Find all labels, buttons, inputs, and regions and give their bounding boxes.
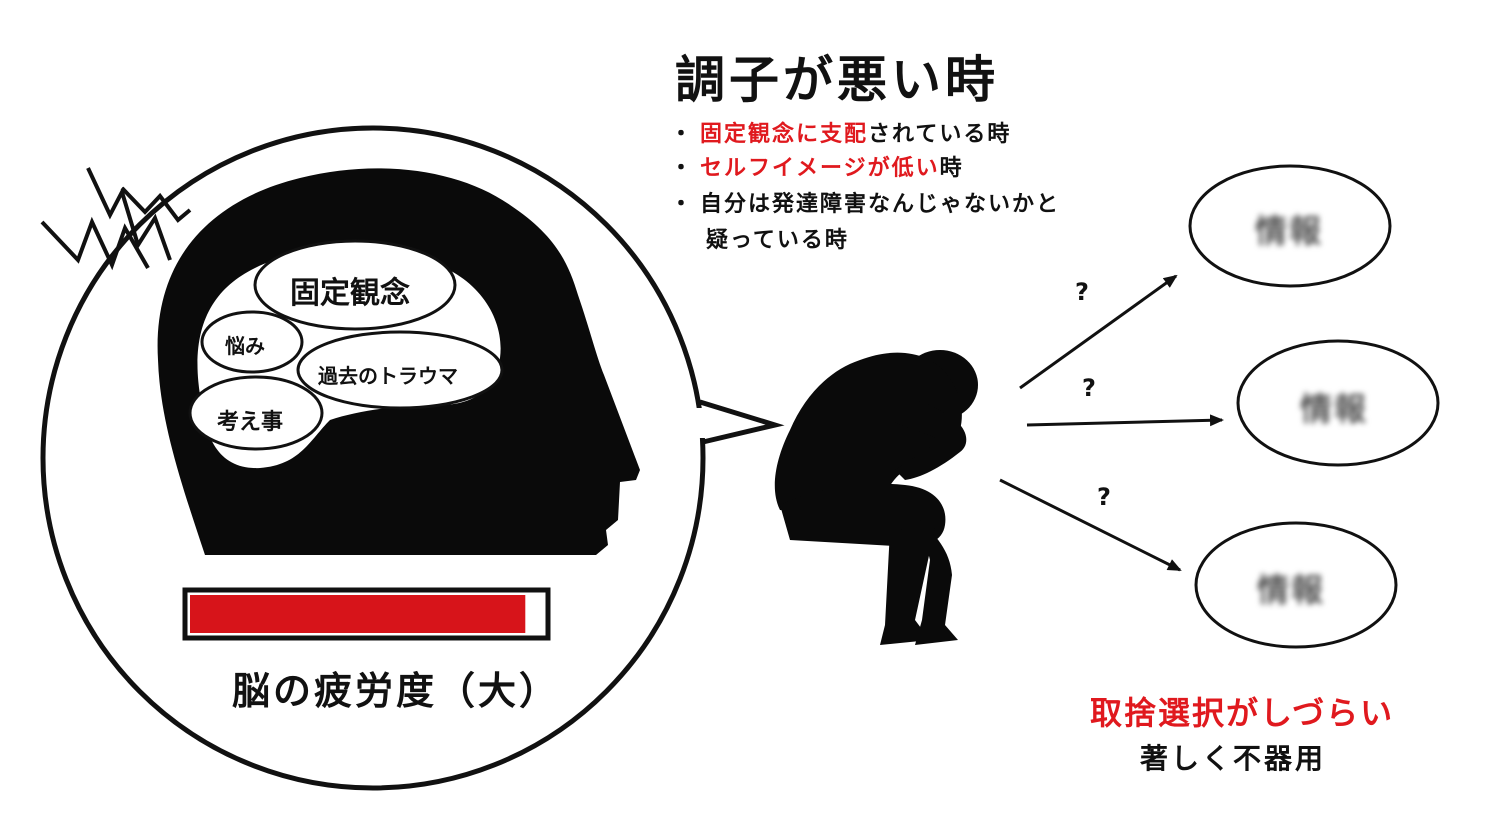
label-kangae: 考え事 bbox=[217, 410, 284, 435]
question-mark-2: ? bbox=[1082, 374, 1096, 402]
stressed-person-silhouette bbox=[774, 350, 978, 645]
bubble-trauma bbox=[296, 330, 504, 410]
info-ellipse-3 bbox=[1194, 521, 1398, 649]
info-label-2: 情報 bbox=[1300, 390, 1369, 428]
label-trauma: 過去のトラウマ bbox=[318, 364, 458, 388]
bullet-1-highlight: 固定観念に支配 bbox=[700, 122, 869, 147]
bullet-3-rest: 自分は発達障害なんじゃないかと bbox=[700, 192, 1061, 217]
diagram-title: 調子が悪い時 bbox=[675, 51, 999, 109]
label-nayami: 悩み bbox=[225, 334, 265, 358]
bullet-marker: ・ bbox=[670, 192, 695, 217]
head-silhouette bbox=[157, 168, 640, 556]
question-mark-3: ? bbox=[1097, 483, 1111, 511]
bullet-2-highlight: セルフイメージが低い bbox=[700, 156, 940, 181]
info-ellipse-1 bbox=[1188, 164, 1392, 288]
info-label-3: 情報 bbox=[1257, 571, 1326, 609]
bullet-marker: ・ bbox=[670, 122, 695, 147]
label-kotei: 固定観念 bbox=[290, 276, 410, 311]
info-label-1: 情報 bbox=[1255, 212, 1324, 250]
bubble-kotei bbox=[253, 239, 457, 331]
stress-zigzag-icon bbox=[40, 167, 192, 271]
bullet-marker: ・ bbox=[670, 156, 695, 181]
question-mark-1: ? bbox=[1075, 278, 1089, 306]
arrow-to-info-2 bbox=[1026, 414, 1224, 427]
bullet-3: ・自分は発達障害なんじゃないかと bbox=[670, 186, 1060, 218]
bubble-nayami bbox=[200, 310, 304, 374]
bubble-kangae bbox=[188, 375, 324, 451]
bullet-1: ・固定観念に支配されている時 bbox=[670, 116, 1011, 148]
result-line-2: 著しく不器用 bbox=[1140, 742, 1327, 775]
bullet-3-continuation: 疑っている時 bbox=[706, 228, 849, 253]
result-line-1: 取捨選択がしづらい bbox=[1090, 694, 1395, 732]
arrow-to-info-1 bbox=[1019, 274, 1178, 390]
fatigue-label: 脳の疲労度（大） bbox=[232, 669, 561, 713]
bullet-2-rest: 時 bbox=[939, 156, 964, 181]
bullet-1-rest: されている時 bbox=[868, 122, 1012, 147]
info-ellipse-2 bbox=[1236, 339, 1440, 467]
fatigue-bar-fill bbox=[190, 595, 526, 633]
bullet-2: ・セルフイメージが低い時 bbox=[670, 150, 964, 182]
arrow-to-info-3 bbox=[999, 478, 1182, 572]
